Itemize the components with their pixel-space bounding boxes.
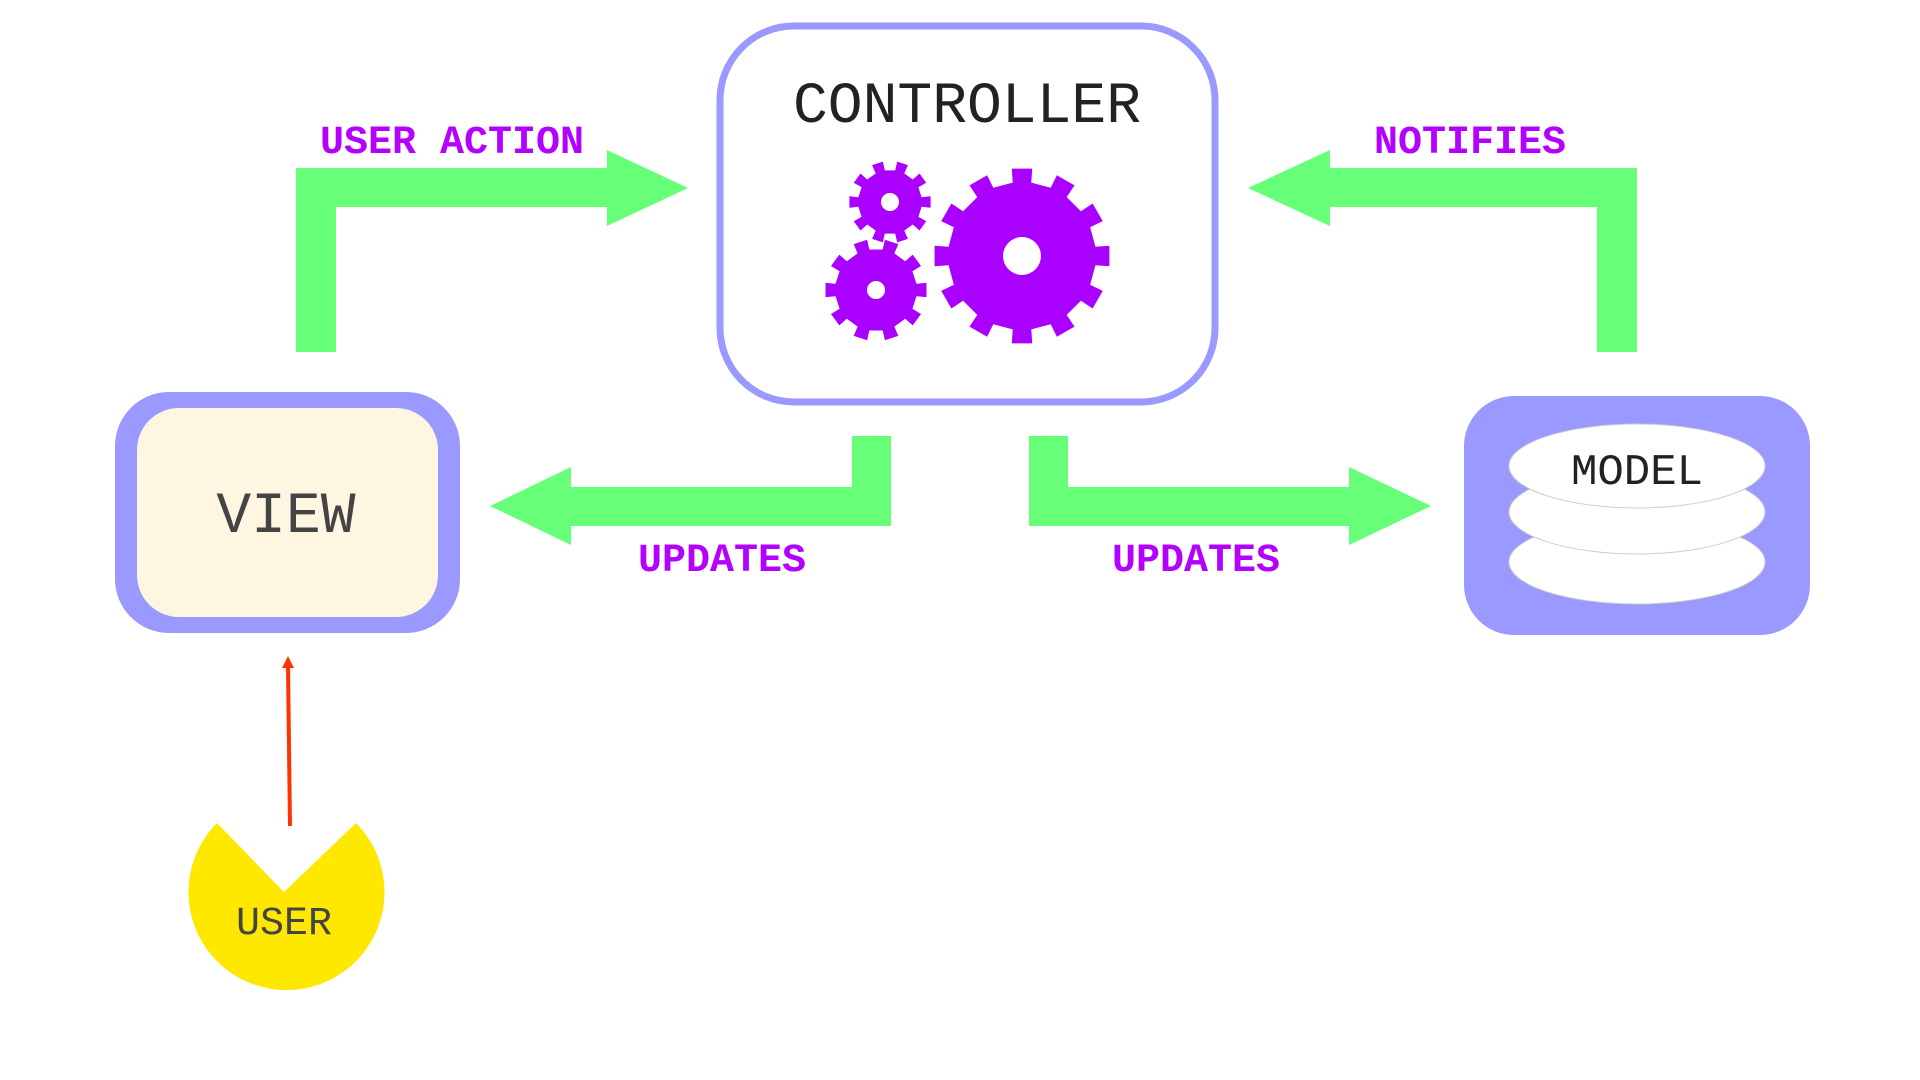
view-node: VIEW (115, 392, 460, 633)
notifies-label: NOTIFIES (1374, 121, 1566, 166)
small-gear-top-icon (849, 161, 931, 243)
user-to-view-arrow (286, 665, 292, 827)
model-label: MODEL (1571, 448, 1703, 498)
model-node: MODEL (1464, 396, 1810, 635)
gears-icon (825, 161, 1110, 344)
updates-model-arrow (1029, 436, 1431, 545)
user-to-view-arrowhead (282, 656, 294, 668)
controller-node: CONTROLLER (716, 22, 1219, 406)
updates-view-arrow (490, 436, 891, 545)
user-node: USER (188, 656, 385, 991)
notifies-arrow (1248, 150, 1637, 352)
arrows (296, 150, 1637, 545)
user-action-label: USER ACTION (320, 121, 584, 166)
view-inner-panel (137, 408, 438, 617)
large-gear-icon (934, 168, 1110, 344)
updates-view-label: UPDATES (638, 539, 806, 584)
database-icon (1508, 423, 1766, 605)
user-action-arrow (296, 150, 688, 352)
user-shape (188, 823, 385, 991)
controller-label: CONTROLLER (793, 75, 1141, 140)
user-label: USER (236, 902, 332, 947)
view-label: VIEW (216, 485, 355, 550)
updates-model-label: UPDATES (1112, 539, 1280, 584)
small-gear-bottom-icon (825, 239, 927, 341)
